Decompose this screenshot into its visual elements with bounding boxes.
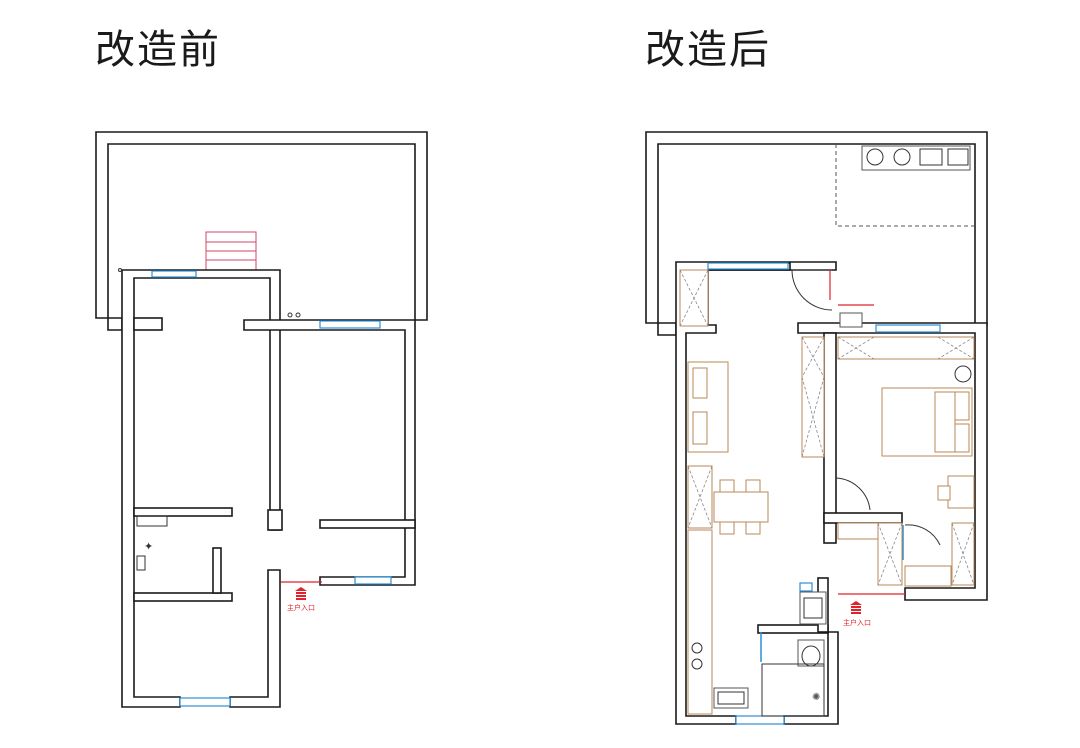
window-bedroom-after	[875, 324, 941, 333]
entrance-label-before: 主户入口	[287, 603, 315, 612]
exterior-wall-right-before	[229, 569, 281, 708]
plan-after: ✺ 主户入口	[645, 131, 988, 725]
dining-table-after	[713, 479, 769, 535]
entrance-marker-before	[295, 587, 307, 600]
window-entry-before	[354, 576, 392, 585]
closet-wall-after	[823, 512, 903, 524]
tv-cabinet-after	[801, 336, 825, 458]
window-south-after	[735, 715, 785, 725]
door-swing-closet-after	[904, 524, 941, 546]
title-before: 改造前	[95, 27, 221, 73]
entrance-marker-after	[850, 601, 862, 614]
pipe-icon-before	[287, 312, 293, 318]
svg-text:✺: ✺	[812, 692, 820, 703]
bath-partition-before	[212, 547, 222, 594]
window-north-after	[707, 262, 789, 270]
door-jamb-before	[267, 509, 283, 531]
yard-outline-before	[95, 131, 428, 331]
sofa-after	[687, 361, 729, 453]
pipe-icon-before-3	[118, 268, 122, 272]
water-heater-after	[839, 312, 863, 328]
window-east-before	[319, 320, 381, 329]
bedroom-outline-after	[797, 322, 988, 601]
storage-cabinet-after	[679, 269, 709, 327]
counter-before	[136, 515, 168, 527]
plan-before: ✦ 主户入口	[95, 131, 428, 708]
drain-icon-before: ✦	[144, 540, 153, 553]
desk-after	[937, 475, 975, 509]
bed-after	[881, 387, 973, 457]
wall-stub-before	[133, 317, 163, 331]
window-south-before	[179, 697, 231, 707]
closet-cabinets-after	[837, 522, 975, 587]
laundry-appliances-after	[861, 145, 971, 171]
yard-outline-after	[645, 131, 988, 336]
bath-wall-before	[133, 592, 233, 602]
door-swing-north-after	[791, 269, 833, 311]
bathroom-fixtures-after: ✺	[761, 591, 827, 717]
kitchen-wall-before	[133, 507, 233, 517]
kitchen-counter-after	[687, 465, 749, 715]
window-north-before	[151, 270, 197, 278]
steps-before	[205, 231, 257, 271]
title-after: 改造后	[645, 27, 771, 73]
window-entry-after	[799, 582, 813, 592]
exterior-wall-before	[121, 269, 281, 708]
fixture-before	[136, 555, 146, 571]
door-swing-bedroom-after	[835, 477, 871, 511]
bedroom2-wall-before	[319, 519, 416, 529]
entrance-label-after: 主户入口	[843, 618, 871, 627]
wardrobe-after	[837, 336, 975, 383]
pipe-icon-before-2	[295, 312, 301, 318]
bedroom-wall-after	[823, 332, 837, 544]
east-wing-before	[243, 319, 416, 586]
